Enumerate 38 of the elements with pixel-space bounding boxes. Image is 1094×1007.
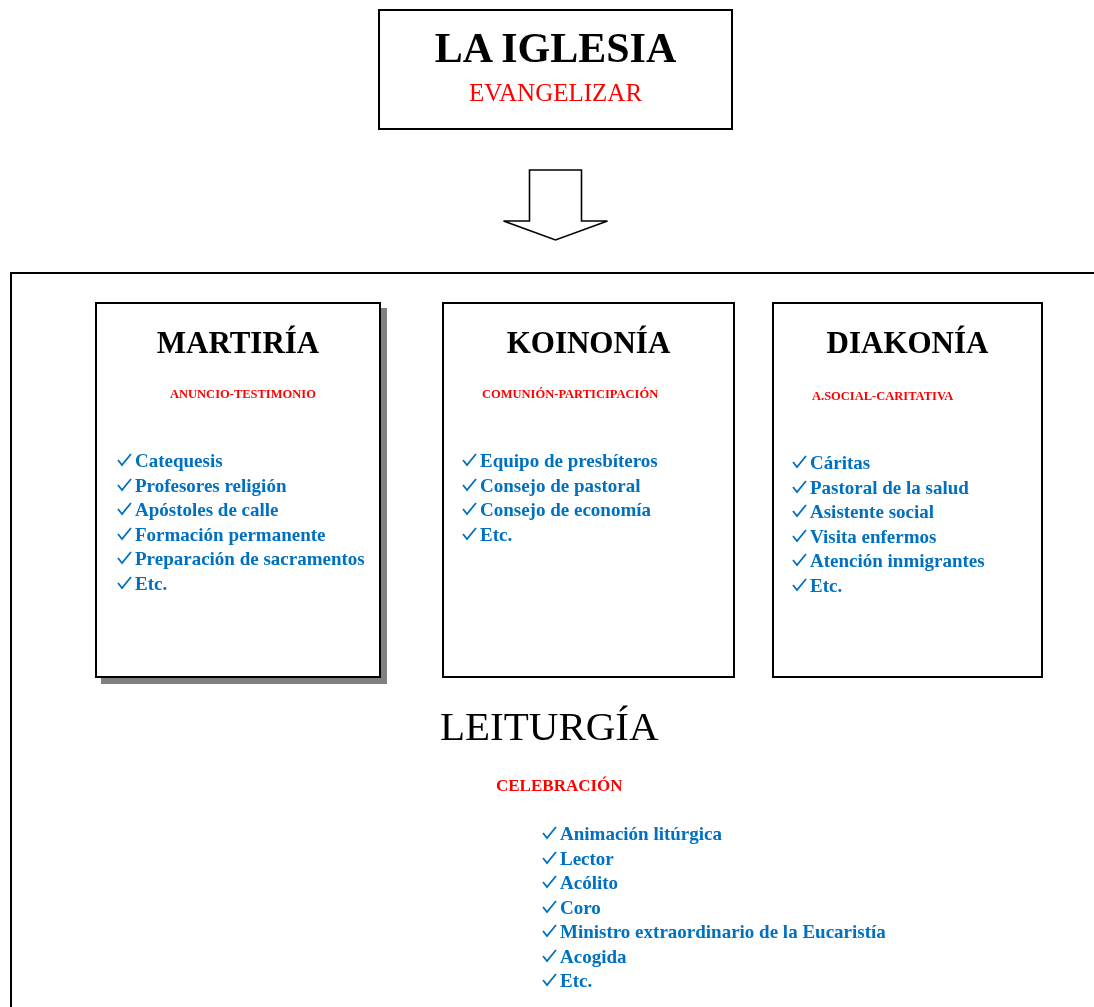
list-item: Etc. xyxy=(480,522,513,547)
subtitle: COMUNIÓN-PARTICIPACIÓN xyxy=(482,387,659,402)
title-box xyxy=(378,9,733,130)
heading: DIAKONÍA xyxy=(825,326,990,361)
list-item: Formación permanente xyxy=(135,522,326,547)
list-item: Cáritas xyxy=(810,451,871,475)
list-item: Profesores religión xyxy=(135,473,287,498)
box xyxy=(442,302,735,678)
list-item: Preparación de sacramentos xyxy=(135,547,365,571)
list-item: Visita enfermos xyxy=(810,524,937,549)
subtitle: A.SOCIAL-CARITATIVA xyxy=(812,389,954,404)
list-item: Consejo de economía xyxy=(480,498,651,522)
heading: MARTIRÍA xyxy=(155,326,321,361)
list-item: Pastoral de la salud xyxy=(810,475,969,500)
list-item: Animación litúrgica xyxy=(560,822,723,846)
heading: KOINONÍA xyxy=(505,326,672,361)
list-item: Atención inmigrantes xyxy=(810,549,985,573)
list-item: Consejo de pastoral xyxy=(480,473,641,498)
box xyxy=(772,302,1043,678)
list-item: Etc. xyxy=(135,571,168,596)
frame xyxy=(10,272,1094,1007)
list-item: Acólito xyxy=(560,871,619,895)
list-item: Coro xyxy=(560,895,601,920)
title: LA IGLESIA xyxy=(433,25,678,72)
list-item: Catequesis xyxy=(135,449,223,473)
heading: LEITURGÍA xyxy=(440,704,659,750)
list-item: Apóstoles de calle xyxy=(135,498,279,522)
subtitle: ANUNCIO-TESTIMONIO xyxy=(170,387,316,402)
list-item: Lector xyxy=(560,846,614,871)
list-item: Etc. xyxy=(560,969,593,993)
subtitle: EVANGELIZAR xyxy=(467,79,644,108)
subtitle: CELEBRACIÓN xyxy=(496,776,623,796)
block-arrow xyxy=(502,169,609,241)
list-item: Equipo de presbíteros xyxy=(480,449,658,473)
list-item: Asistente social xyxy=(810,500,934,524)
list-item: Etc. xyxy=(810,573,843,598)
list-item: Acogida xyxy=(560,944,627,969)
list-item: Ministro extraordinario de la Eucaristía xyxy=(560,920,886,944)
